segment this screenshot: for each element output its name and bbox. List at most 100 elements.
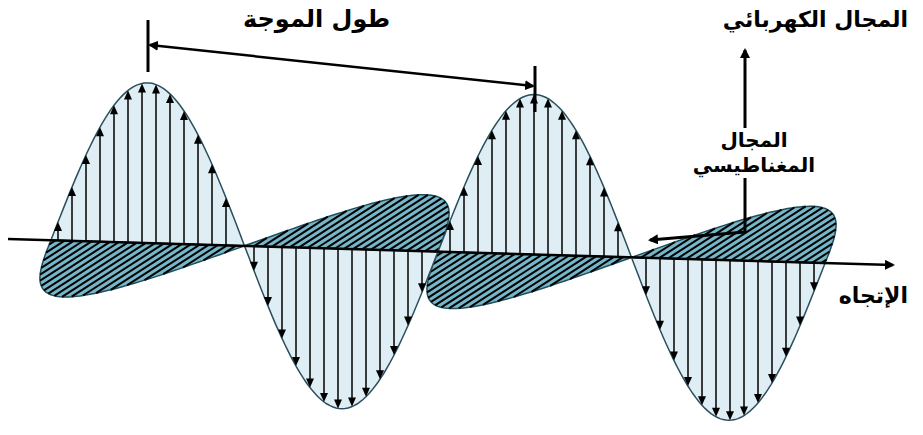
electric-vector-line <box>561 117 563 256</box>
electric-vector-line <box>645 258 647 289</box>
electric-vector-line <box>505 117 507 254</box>
electric-vector-line <box>729 260 731 414</box>
magnetic-hatch-line <box>427 253 488 292</box>
magnetic-hatch-line <box>46 240 65 252</box>
magnetic-hatch-line <box>570 257 605 280</box>
electric-vector-line <box>617 228 619 257</box>
electric-vector-line <box>225 204 227 245</box>
electric-vector-line <box>463 193 465 253</box>
electric-vector-line <box>785 262 787 351</box>
electric-vector-line <box>169 100 171 244</box>
electric-vector-line <box>183 117 185 244</box>
electric-vector-head <box>558 111 566 120</box>
electric-vector-line <box>365 249 367 390</box>
electric-vector-head <box>698 396 706 405</box>
electric-vector-head <box>348 398 356 407</box>
magnetic-hatch-line <box>389 212 449 251</box>
electric-vector-line <box>127 97 129 243</box>
magnetic-hatch-line <box>431 254 506 302</box>
electric-vector-head <box>418 283 426 292</box>
electric-vector-head <box>572 130 580 139</box>
electric-vector-head <box>96 127 104 136</box>
electric-vector-line <box>393 250 395 349</box>
electric-vector-head <box>138 83 146 92</box>
electric-vector-head <box>754 394 762 403</box>
electric-vector-head <box>362 388 370 397</box>
electric-vector-head <box>544 99 552 108</box>
magnetic-hatch-line <box>371 202 445 250</box>
magnetic-hatch-line <box>785 229 836 262</box>
electric-vector-head <box>390 346 398 355</box>
electric-vector-line <box>547 105 549 255</box>
electric-vector-head <box>502 111 510 120</box>
electric-vector-head <box>124 91 132 100</box>
electric-vector-head <box>446 221 454 230</box>
magnetic-hatch-line <box>272 223 308 246</box>
electric-vector-head <box>250 262 258 271</box>
magnetic-hatch-line <box>668 228 715 258</box>
electric-vector-head <box>376 370 384 379</box>
electric-vector-line <box>743 261 745 410</box>
electric-vector-line <box>449 227 451 252</box>
electric-vector-head <box>642 286 650 295</box>
electric-vector-head <box>54 222 62 231</box>
magnetic-hatch-line <box>591 257 615 272</box>
electric-vector-head <box>782 348 790 357</box>
electric-vector-head <box>614 222 622 231</box>
magnetic-hatch-line <box>514 256 578 297</box>
electric-vector-line <box>113 111 115 242</box>
electric-vector-head <box>488 130 496 139</box>
electric-vector-line <box>673 259 675 355</box>
electric-vector-head <box>768 374 776 383</box>
magnetic-hatch-line <box>308 201 380 247</box>
magnetic-hatch-line <box>44 242 119 290</box>
electric-vector-line <box>155 91 157 244</box>
electric-vector-head <box>166 94 174 103</box>
electric-vector-line <box>379 250 381 373</box>
electric-vector-head <box>726 411 734 420</box>
magnetic-hatch-line <box>127 244 191 285</box>
electric-vector-line <box>533 101 535 255</box>
electric-vector-line <box>421 251 423 286</box>
electric-vector-head <box>712 408 720 417</box>
electric-vector-line <box>575 136 577 256</box>
electric-vector-head <box>306 379 314 388</box>
electric-vector-line <box>323 248 325 396</box>
electric-vector-head <box>810 282 818 291</box>
electric-vector-head <box>460 187 468 196</box>
electric-vector-line <box>295 247 297 360</box>
magnetic-hatch-line <box>803 244 832 263</box>
electric-vector-head <box>670 352 678 361</box>
electric-vector-line <box>519 105 521 255</box>
magnetic-axis-arrow <box>650 232 745 240</box>
electric-vector-head <box>110 105 118 114</box>
propagation-axis <box>8 239 893 265</box>
electric-vector-head <box>194 135 202 144</box>
magnetic-hatch-line <box>183 245 218 268</box>
magnetic-hatch-line <box>794 236 835 262</box>
electric-vector-line <box>281 247 283 333</box>
electric-vector-head <box>208 164 216 173</box>
electric-vector-head <box>474 156 482 165</box>
electric-vector-head <box>152 85 160 94</box>
electric-vector-line <box>701 260 703 400</box>
electric-vector-line <box>197 141 199 245</box>
electric-vector-line <box>589 162 591 256</box>
electric-vector-head <box>600 188 608 197</box>
electric-vector-head <box>278 329 286 338</box>
electric-vector-line <box>407 251 409 320</box>
electric-vector-head <box>222 198 230 207</box>
electric-vector-head <box>586 156 594 165</box>
electric-vector-head <box>656 321 664 330</box>
electric-vector-line <box>351 249 353 401</box>
electric-vector-head <box>180 111 188 120</box>
electric-vector-head <box>292 357 300 366</box>
electric-vector-line <box>99 133 101 241</box>
electric-vector-head <box>320 393 328 402</box>
magnetic-hatch-line <box>498 256 569 302</box>
electric-vector-line <box>337 249 339 403</box>
electric-vector-head <box>740 407 748 416</box>
electric-vector-head <box>68 187 76 196</box>
electric-vector-head <box>404 317 412 326</box>
